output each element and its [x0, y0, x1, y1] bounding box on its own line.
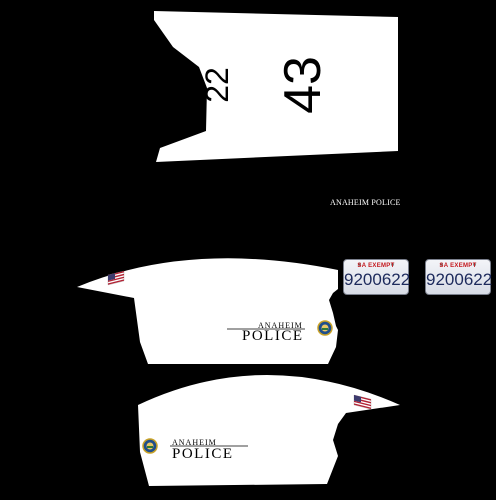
- right-door-police: POLICE: [172, 446, 234, 462]
- plate-number: 9200622: [344, 270, 411, 289]
- license-plate: SA EXEMPT 9200622: [425, 259, 493, 295]
- hood-text: ANAHEIM POLICE: [330, 198, 401, 207]
- left-door-police: POLICE: [242, 328, 304, 344]
- left-door-anaheim: ANAHEIM: [258, 321, 303, 330]
- left-side-panel: [77, 258, 338, 364]
- plate-bolt: [473, 263, 476, 266]
- city-seal-icon: [317, 320, 333, 336]
- right-door-anaheim: ANAHEIM: [172, 438, 217, 447]
- plate-bolt: [440, 263, 443, 266]
- plate-number: 9200622: [426, 270, 493, 289]
- roof-panel: [154, 11, 398, 162]
- plate-state: SA EXEMPT: [439, 263, 477, 269]
- roof-number-large: 43: [274, 56, 332, 114]
- plate-bolt: [391, 263, 394, 266]
- license-plate: SA EXEMPT 9200622: [343, 259, 411, 295]
- right-side-panel: [138, 375, 400, 486]
- plate-bolt: [358, 263, 361, 266]
- roof-number-small: 22: [199, 67, 235, 103]
- city-seal-icon: [142, 438, 158, 454]
- us-flag-icon: [107, 270, 125, 286]
- plate-state: SA EXEMPT: [357, 263, 395, 269]
- us-flag-icon: [353, 394, 372, 410]
